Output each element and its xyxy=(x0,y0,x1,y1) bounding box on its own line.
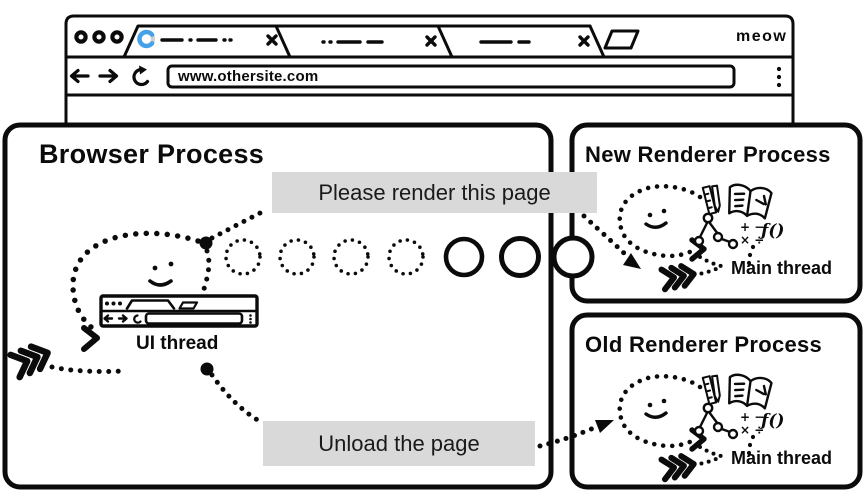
overflow-menu-icon xyxy=(776,66,782,88)
function-icon: f() xyxy=(760,221,784,241)
browser-window xyxy=(64,14,795,135)
reload-icon xyxy=(132,65,150,87)
arrowhead-new-renderer xyxy=(623,253,641,269)
ruler-pencil-icon xyxy=(701,184,721,216)
spawn-circles xyxy=(224,235,595,279)
url-bar xyxy=(166,64,736,89)
book-icon xyxy=(728,183,773,220)
dom-tree-icon xyxy=(693,212,739,250)
junction-dot-bottom xyxy=(200,362,214,376)
ui-thread-loop xyxy=(7,230,214,381)
renderer-smiley-icon xyxy=(644,208,668,229)
smiley-icon xyxy=(148,261,174,287)
tab3-close-icon xyxy=(578,35,590,47)
arrowhead-old-renderer xyxy=(595,420,614,433)
brand-text: meow xyxy=(736,28,788,45)
browser-process-box xyxy=(2,122,554,490)
svg-text:× ÷: × ÷ xyxy=(740,233,764,247)
back-arrow-icon xyxy=(69,68,90,84)
forward-arrow-icon xyxy=(98,68,119,84)
new-renderer-content: + − × ÷ f() xyxy=(617,183,784,293)
loop-arrowhead xyxy=(81,325,100,352)
tab1-close-icon xyxy=(266,34,278,46)
old-main-thread-label: Main thread xyxy=(731,448,833,468)
traffic-dots-icon xyxy=(74,30,124,44)
mini-browser-icon xyxy=(99,294,259,328)
tab-shapes xyxy=(122,24,606,59)
url-text: www.othersite.com xyxy=(178,68,319,85)
svg-text:+ −: + − xyxy=(740,220,764,234)
math-icon: + − × ÷ xyxy=(740,220,764,247)
unload-message-label: Unload the page xyxy=(263,421,535,466)
junction-dot-top xyxy=(199,236,213,250)
fast-forward-icon xyxy=(7,343,51,381)
ui-thread-label: UI thread xyxy=(136,333,219,354)
old-renderer-title: Old Renderer Process xyxy=(585,332,823,357)
new-renderer-title: New Renderer Process xyxy=(585,142,831,167)
new-tab-icon xyxy=(603,29,640,50)
tab2-close-icon xyxy=(425,35,437,47)
render-message-label: Please render this page xyxy=(272,172,597,213)
spinner-icon xyxy=(137,29,155,49)
new-main-thread-label: Main thread xyxy=(731,258,833,278)
message-arrows xyxy=(209,209,641,449)
browser-process-title: Browser Process xyxy=(39,139,265,169)
